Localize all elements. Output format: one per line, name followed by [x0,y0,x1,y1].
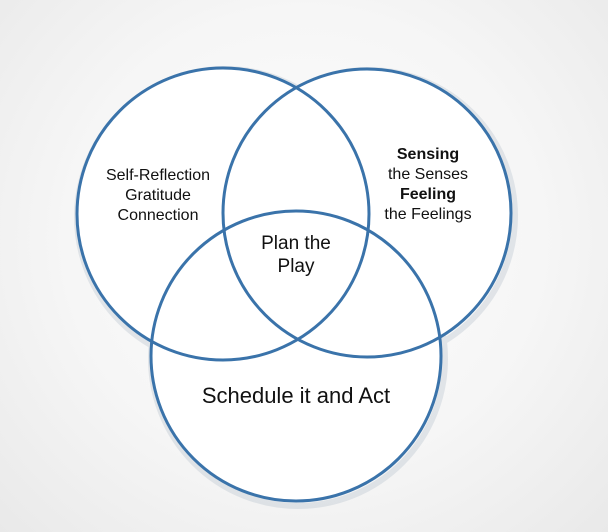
right-label-line-4: the Feelings [384,206,472,223]
bottom-circle-fill [151,211,441,501]
bottom-circle [149,209,443,503]
bottom-circle-label: Schedule it and Act [201,383,391,408]
right-label-line-3: Feeling [399,186,456,203]
center-label: Plan the Play [236,233,356,279]
left-label-line-2: Gratitude [125,187,191,204]
right-label-line-2: the Senses [387,166,469,183]
center-label-line-1: Plan the [261,233,331,254]
left-label-line-1: Self-Reflection [105,167,211,184]
left-label-line-3: Connection [117,207,199,224]
left-circle [75,66,371,362]
right-circle-label: Sensing the Senses Feeling the Feelings [350,145,506,225]
right-label-line-1: Sensing [396,146,460,163]
left-circle-label: Self-Reflection Gratitude Connection [78,166,238,226]
center-label-line-2: Play [277,255,315,277]
right-circle [221,67,513,359]
